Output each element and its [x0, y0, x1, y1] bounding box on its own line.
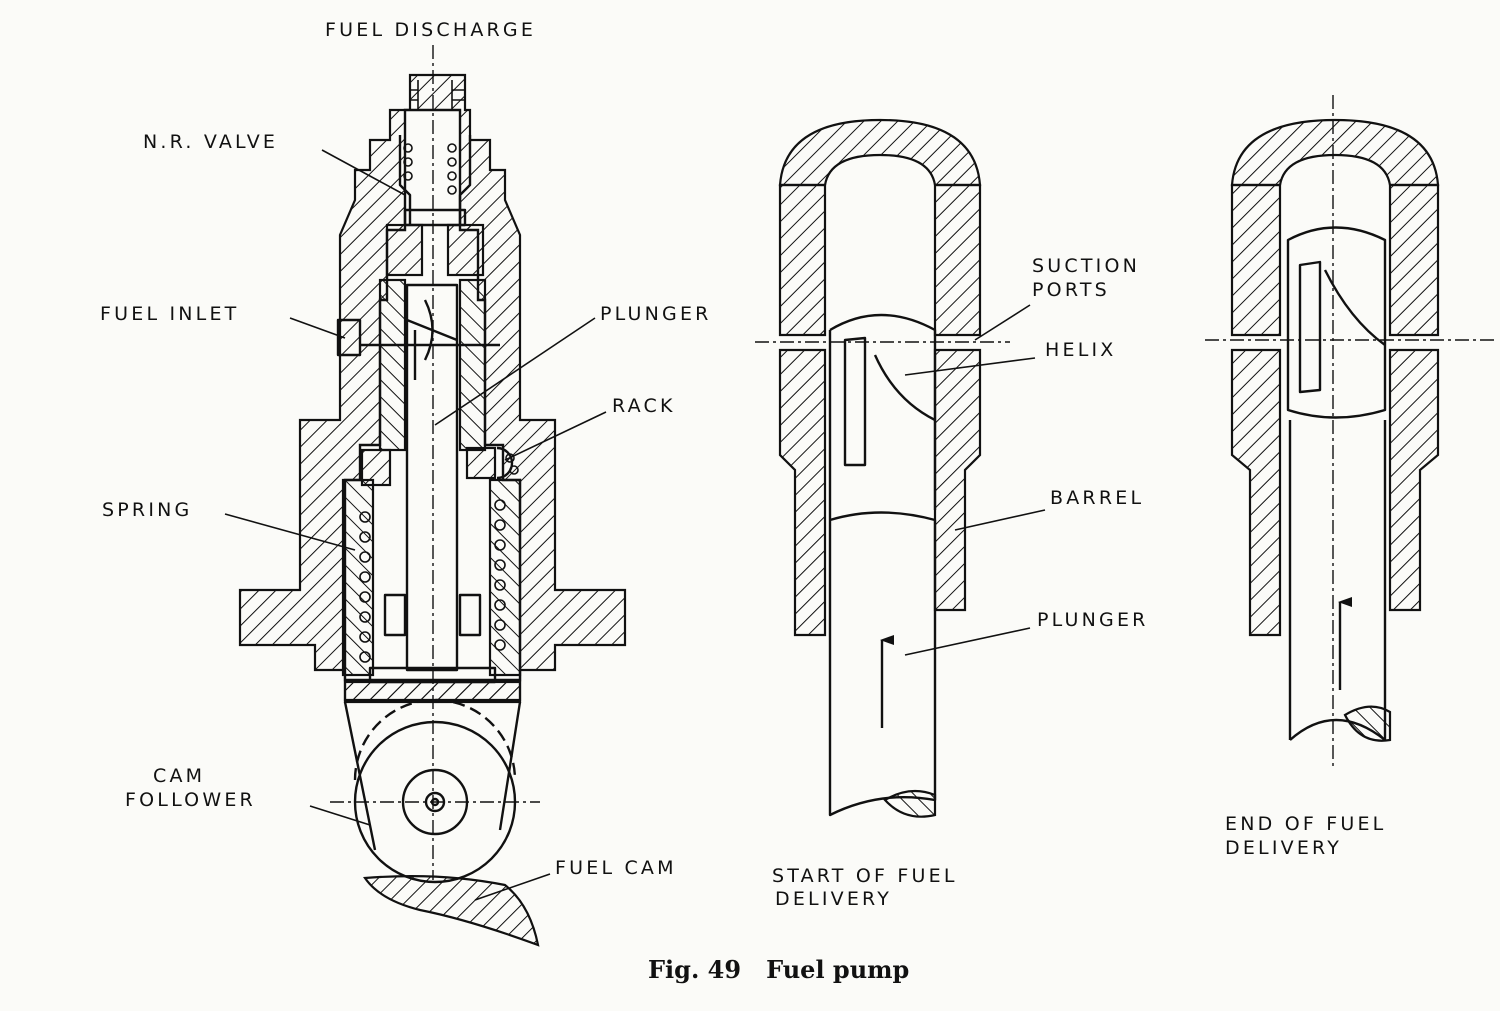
- label-helix: HELIX: [1045, 339, 1117, 361]
- leader-lines: [224, 149, 1046, 901]
- label-fuel-inlet: FUEL INLET: [100, 303, 239, 325]
- label-nr-valve: N.R. VALVE: [143, 131, 278, 153]
- label-end-1: END OF FUEL: [1225, 813, 1386, 835]
- label-fuel-discharge: FUEL DISCHARGE: [325, 19, 536, 41]
- label-ports: PORTS: [1032, 279, 1110, 301]
- label-suction: SUCTION: [1032, 255, 1140, 277]
- label-start-2: DELIVERY: [775, 888, 892, 910]
- nr-valve-spring: [403, 143, 457, 195]
- cam-follower: [330, 698, 540, 884]
- label-plunger-mid: PLUNGER: [1037, 609, 1149, 631]
- start-of-delivery-view: [755, 118, 1010, 818]
- figure-caption: Fig. 49 Fuel pump: [648, 955, 909, 984]
- label-rack: RACK: [612, 395, 676, 417]
- label-spring: SPRING: [102, 499, 192, 521]
- label-plunger-left: PLUNGER: [600, 303, 712, 325]
- pump-assembly: [238, 45, 627, 947]
- label-start-1: START OF FUEL: [772, 865, 958, 887]
- labels: FUEL DISCHARGE N.R. VALVE FUEL INLET PLU…: [100, 19, 1386, 984]
- label-cam: CAM: [153, 765, 205, 787]
- label-fuel-cam: FUEL CAM: [555, 857, 677, 879]
- end-of-delivery-view: [1205, 95, 1495, 770]
- label-follower: FOLLOWER: [125, 789, 256, 811]
- label-end-2: DELIVERY: [1225, 837, 1342, 859]
- label-barrel: BARREL: [1050, 487, 1144, 509]
- plunger-spring: [359, 499, 506, 663]
